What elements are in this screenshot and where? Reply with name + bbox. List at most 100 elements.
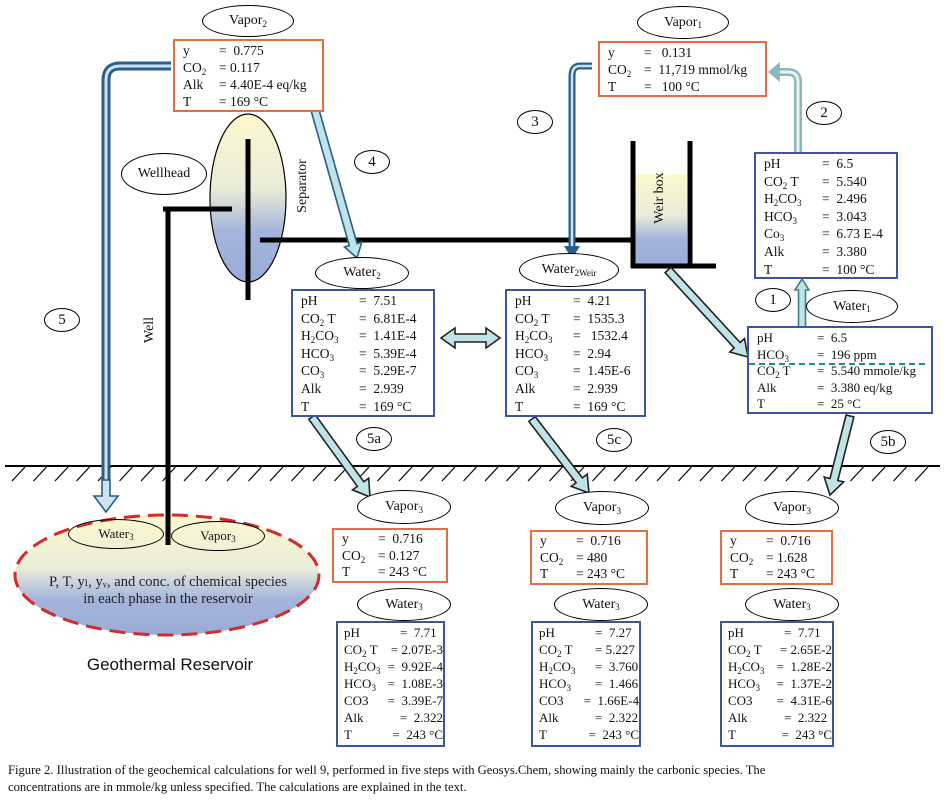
row-value: = 5.540 mmole/kg: [817, 363, 917, 378]
box-row: T = 25 °C: [757, 396, 931, 413]
row-value: = 7.71: [400, 625, 437, 640]
box-row: T= 100 °C: [608, 78, 765, 95]
row-value: = 1.28E-2: [776, 659, 832, 674]
row-value: = 169 °C: [573, 398, 626, 414]
row-label: Alk: [764, 243, 785, 259]
row-label: CO2 T: [728, 642, 762, 659]
row-label: HCO3: [344, 676, 376, 693]
step-4: 4: [354, 150, 390, 174]
arrow-step-1: [793, 277, 811, 329]
hatch-mark: [656, 466, 671, 482]
box-row: y= 0.716: [730, 533, 831, 550]
row-label: CO2 T: [757, 363, 791, 380]
row-label: H2CO3: [764, 191, 802, 209]
row-label: pH: [757, 330, 773, 345]
box-row: Alk= 4.40E-4 eq/kg: [183, 76, 322, 93]
row-label: Alk: [757, 379, 777, 395]
row-value: = 2.939: [573, 380, 618, 396]
box-row: pH= 7.71: [344, 624, 443, 641]
box-row: CO2 T= 1535.3: [515, 310, 644, 328]
box-row: y= 0.716: [540, 533, 646, 550]
row-value: = 6.73 E-4: [822, 226, 883, 242]
row-label: HCO3: [728, 676, 760, 693]
hatch-mark: [140, 466, 155, 482]
row-value: = 2.496: [822, 191, 867, 207]
row-label: T: [342, 564, 351, 579]
row-value: = 0.716: [378, 531, 423, 546]
row-label: T: [764, 261, 773, 277]
hatch-mark: [441, 466, 456, 482]
box-row: CO2= 0.127: [342, 548, 446, 565]
box-row: HCO3= 5.39E-4: [301, 345, 433, 363]
hatch-mark: [76, 466, 90, 482]
row-label: CO3: [515, 363, 539, 381]
step-5: 5: [44, 308, 80, 332]
caption-line-2: concentrations are in mmole/kg unless sp…: [8, 780, 467, 794]
arrow-weir-to-water1: [663, 266, 750, 359]
row-label: CO2: [540, 549, 564, 567]
box-row: CO3= 4.31E-6: [728, 692, 832, 709]
row-value: = 100 °C: [822, 261, 875, 277]
hatch-mark: [592, 466, 606, 482]
well-label: Well: [142, 316, 157, 344]
hatch-mark: [527, 466, 542, 482]
row-value: = 0.775: [219, 43, 264, 58]
row-value: = 100 °C: [644, 79, 700, 94]
box-row: T= 243 °C: [539, 726, 639, 743]
hatch-mark: [893, 466, 907, 482]
box-row: T= 169 °C: [515, 398, 644, 416]
box-row: pH = 6.5: [757, 330, 931, 347]
row-label: Co3: [764, 226, 785, 244]
row-value: = 1.628: [766, 549, 808, 565]
row-value: = 169 °C: [359, 398, 412, 414]
row-value: = 2.322: [784, 710, 828, 725]
row-label: CO2: [342, 547, 366, 565]
box-row: CO2 = 480: [540, 550, 646, 567]
arrow-step-4: [310, 107, 363, 260]
box-row: HCO3= 3.043: [764, 208, 896, 226]
row-label: y: [608, 45, 615, 60]
row-value: = 2.939: [359, 380, 404, 396]
row-value: = 0.117: [219, 60, 260, 75]
row-label: CO2: [608, 62, 632, 79]
hatch-mark: [850, 466, 864, 482]
row-label: CO2 T: [515, 310, 550, 328]
row-label: T: [730, 566, 739, 581]
row-label: pH: [301, 293, 318, 308]
hatch-mark: [420, 466, 434, 482]
step-5b: 5b: [870, 430, 906, 454]
arrow-water2-water2weir: [439, 326, 502, 350]
hatch-mark: [398, 466, 413, 482]
hatch-mark: [807, 466, 821, 482]
row-value: = 25 °C: [817, 396, 861, 411]
box-row: H2CO3= 1532.4: [515, 327, 644, 345]
row-label: HCO3: [764, 208, 798, 226]
row-label: T: [728, 727, 736, 742]
box-row: HCO3= 1.37E-2: [728, 675, 832, 693]
box-row: H2CO3= 1.28E-2: [728, 658, 832, 676]
row-value: = 6.5: [817, 330, 848, 345]
box-row: Alk= 2.939: [515, 380, 644, 398]
row-value: = 480: [576, 549, 608, 565]
row-value: = 6.81E-4: [359, 310, 417, 326]
row-value: = 243 °C: [378, 564, 428, 579]
row-value: = 243 °C: [392, 727, 443, 742]
step-1: 1: [755, 288, 791, 312]
row-label: H2CO3: [301, 328, 339, 346]
box-row: pH= 7.71: [728, 624, 832, 641]
row-label: pH: [728, 625, 744, 640]
row-label: T: [301, 398, 310, 414]
row-label: T: [757, 396, 765, 411]
box-row: T = 243 °C: [342, 564, 446, 581]
pipe-step-3-inner: [570, 64, 592, 248]
